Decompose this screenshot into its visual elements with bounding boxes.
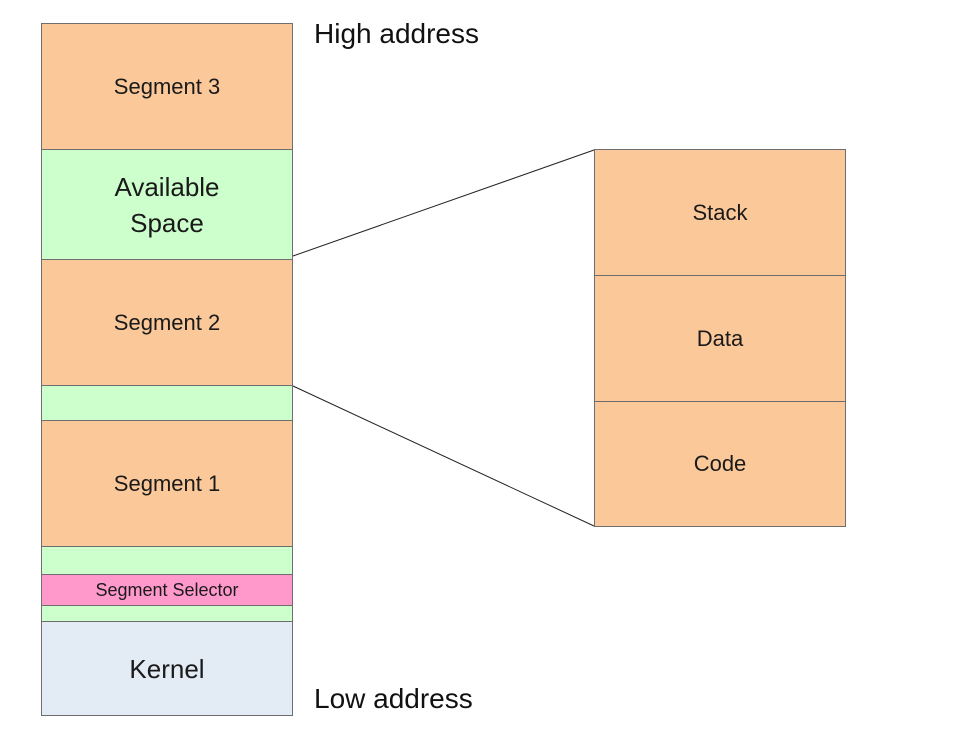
segment-1-block: Segment 1 <box>41 420 293 547</box>
data-block: Data <box>594 275 846 402</box>
connector-line-top <box>292 149 595 257</box>
code-block: Code <box>594 401 846 527</box>
segment-selector-block: Segment Selector <box>41 574 293 606</box>
free-gap-block <box>41 546 293 575</box>
free-gap-block <box>41 385 293 421</box>
segment-2-block: Segment 2 <box>41 259 293 386</box>
stack-block: Stack <box>594 149 846 276</box>
segment-3-block: Segment 3 <box>41 23 293 150</box>
free-gap-block <box>41 605 293 622</box>
connector-line-bottom <box>292 385 595 527</box>
available-space-block: Available Space <box>41 149 293 260</box>
low-address-label: Low address <box>314 683 473 714</box>
high-address-label: High address <box>314 18 479 49</box>
kernel-block: Kernel <box>41 621 293 716</box>
